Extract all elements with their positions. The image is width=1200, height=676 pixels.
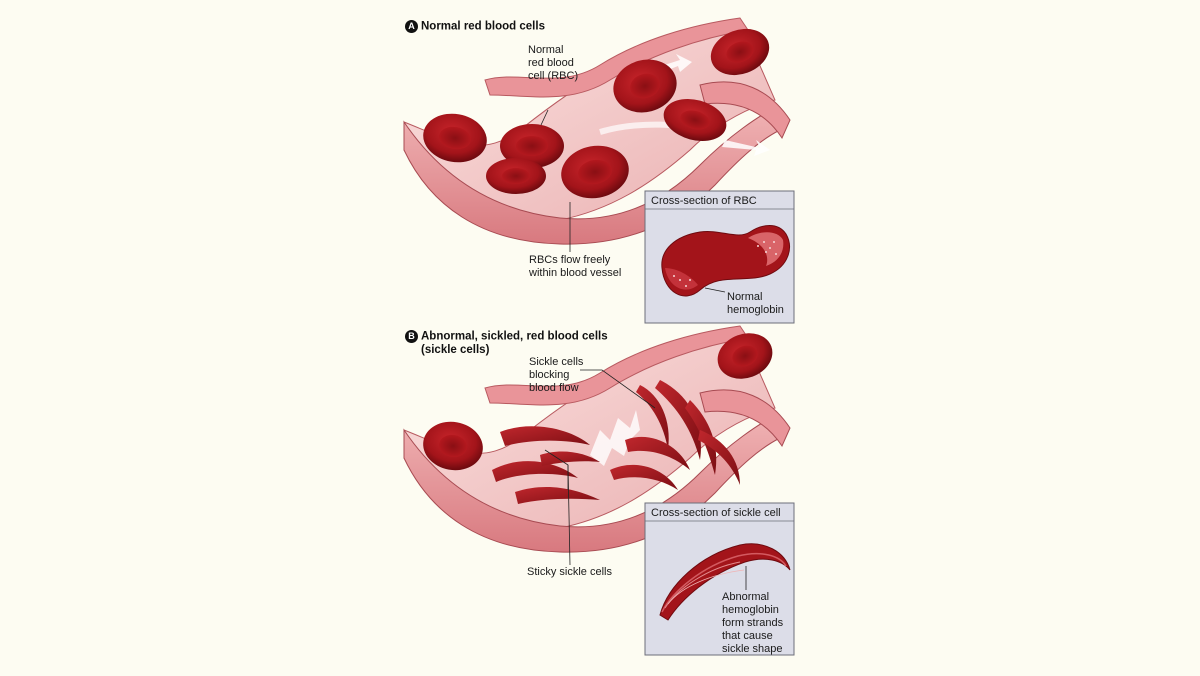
rbc bbox=[500, 124, 564, 168]
sickle-cell bbox=[492, 461, 578, 482]
label-normal-rbc: Normal red blood cell (RBC) bbox=[528, 44, 578, 83]
label-line: Normal bbox=[528, 44, 564, 56]
sickle-cell bbox=[698, 430, 740, 485]
panel-a-title-text: Normal red blood cells bbox=[421, 20, 545, 33]
panel-a-leaders bbox=[540, 109, 571, 252]
label-rbc-flow: RBCs flow freely within blood vessel bbox=[529, 254, 621, 280]
label-line: form strands bbox=[722, 617, 784, 629]
label-sticky-sickle: Sticky sickle cells bbox=[527, 566, 612, 578]
hemoglobin-dots bbox=[673, 241, 777, 287]
label-line: blood flow bbox=[529, 382, 579, 394]
panel-b-leaders bbox=[544, 369, 656, 566]
label-line: Sickle cells bbox=[529, 356, 584, 368]
panel-b-inset bbox=[644, 502, 795, 656]
rbc bbox=[613, 59, 677, 113]
label-normal-hemoglobin: Normal hemoglobin bbox=[727, 291, 784, 317]
label-line: hemoglobin bbox=[722, 604, 779, 616]
label-line: Normal bbox=[727, 291, 763, 303]
label-line: RBCs flow freely bbox=[529, 254, 611, 266]
sickle-cell bbox=[515, 486, 600, 504]
inset-b-title: Cross-section of sickle cell bbox=[651, 507, 781, 519]
label-line: red blood bbox=[528, 57, 574, 69]
sickle-cell bbox=[500, 426, 590, 446]
label-line: cell (RBC) bbox=[528, 70, 579, 82]
rbc bbox=[663, 98, 727, 142]
sickle-cell bbox=[540, 451, 600, 466]
sickle-cell bbox=[685, 400, 717, 475]
panel-b-title-line2: (sickle cells) bbox=[421, 343, 490, 356]
panel-a-letter: A bbox=[405, 20, 418, 33]
rbc bbox=[717, 333, 773, 379]
rbc bbox=[486, 158, 546, 194]
sickle-cell bbox=[610, 464, 678, 490]
label-line: within blood vessel bbox=[529, 267, 622, 279]
panel-b-letter: B bbox=[405, 330, 418, 343]
panel-b-cells bbox=[423, 333, 773, 504]
sickle-cell bbox=[636, 385, 669, 450]
panel-a-inset bbox=[644, 190, 795, 324]
label-line: hemoglobin bbox=[727, 304, 784, 316]
label-line: that cause bbox=[722, 630, 773, 642]
label-line: Abnormal bbox=[722, 591, 770, 603]
rbc bbox=[561, 145, 629, 199]
panel-a-rbcs bbox=[423, 28, 770, 199]
label-line: sickle shape bbox=[722, 643, 783, 655]
sickle-cell bbox=[625, 436, 690, 470]
rbc bbox=[423, 113, 487, 163]
label-abnormal-hemoglobin: Abnormal hemoglobin form strands that ca… bbox=[722, 591, 783, 656]
inset-a-title: Cross-section of RBC bbox=[651, 195, 757, 207]
sickle-cell bbox=[655, 380, 701, 460]
label-sickle-blocking: Sickle cells blocking blood flow bbox=[529, 356, 583, 395]
panel-b-title-line1: Abnormal, sickled, red blood cells bbox=[421, 330, 608, 343]
label-line: blocking bbox=[529, 369, 570, 381]
rbc bbox=[710, 28, 770, 76]
rbc bbox=[423, 421, 483, 471]
